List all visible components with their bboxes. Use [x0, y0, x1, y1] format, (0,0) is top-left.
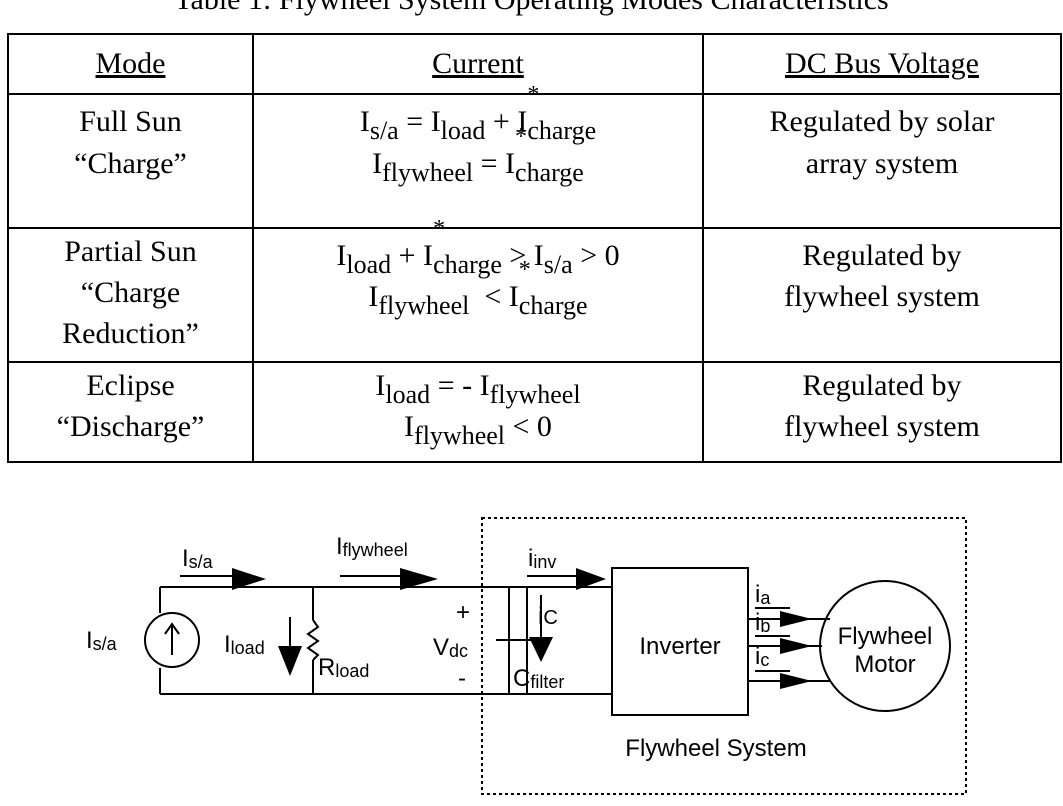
minus-label: - — [458, 665, 466, 692]
header-mode: Mode — [7, 32, 254, 96]
iload-arrow-icon — [278, 646, 302, 676]
current-cell: Iload = - Iflywheel Iflywheel < 0 — [252, 361, 704, 463]
mode-cell: Full Sun “Charge” — [7, 93, 254, 229]
current-equation: Iflywheel < I*charge — [368, 256, 588, 320]
table-row: Full Sun “Charge” Is/a = Iload + I*charg… — [7, 82, 1062, 229]
isa-arrow-icon — [232, 568, 266, 590]
iflywheel-arrow-icon — [400, 568, 438, 590]
ic-label: iC — [538, 603, 558, 630]
rload-label: Rload — [318, 654, 369, 681]
motor-label-line1: Flywheel — [838, 623, 933, 650]
mode-cell: Partial Sun “Charge Reduction” — [7, 226, 254, 364]
inverter-box — [611, 567, 749, 716]
vdc-label: Vdc — [433, 634, 468, 661]
current-equation: Iload + I*charge > Is/a > 0 — [336, 215, 620, 279]
voltage-cell: Regulated by solar array system — [702, 93, 1062, 229]
flywheel-motor-symbol — [819, 580, 951, 712]
plus-label: + — [456, 599, 470, 626]
current-equation: Iflywheel < 0 — [404, 410, 552, 451]
header-dc-bus-voltage: DC Bus Voltage — [702, 32, 1062, 96]
ia-label: ia — [755, 581, 771, 608]
current-equation: Iload = - Iflywheel — [375, 369, 581, 410]
ic-phase-label: ic — [755, 643, 769, 670]
voltage-cell: Regulated by flywheel system — [702, 226, 1062, 364]
current-source-symbol — [144, 612, 200, 668]
table-row: Partial Sun “Charge Reduction” Iload + I… — [7, 215, 1062, 364]
current-equation: Iflywheel = I*charge — [372, 123, 584, 187]
ia-arrow-icon — [780, 611, 812, 627]
current-equation: Is/a = Iload + I*charge — [359, 82, 597, 146]
current-cell: Is/a = Iload + I*charge Iflywheel = I*ch… — [252, 82, 704, 229]
ib-label: ib — [755, 609, 770, 636]
isa-source-label: Is/a — [86, 627, 118, 654]
flywheel-circuit-diagram: Is/a Iflywheel Is/a Iload Rload + Vdc - … — [86, 517, 967, 795]
ic-arrow-icon — [529, 637, 553, 662]
current-cell: Iload + I*charge > Is/a > 0 Iflywheel < … — [252, 215, 704, 364]
cfilter-label: Cfilter — [513, 665, 564, 692]
table-header-row: Mode Current DC Bus Voltage — [7, 32, 1062, 96]
iload-label: Iload — [224, 631, 265, 658]
voltage-cell: Regulated by flywheel system — [702, 361, 1062, 463]
table-caption: Table 1: Flywheel System Operating Modes… — [0, 0, 1063, 17]
iinv-label: iinv — [528, 545, 556, 572]
ic-phase-arrow-icon — [780, 673, 812, 689]
table-row: Eclipse “Discharge” Iload = - Iflywheel … — [7, 361, 1062, 463]
iflywheel-label: Iflywheel — [336, 533, 408, 560]
inverter-label: Inverter — [639, 633, 720, 660]
load-resistor-icon — [306, 619, 320, 661]
motor-label-line2: Motor — [854, 651, 915, 678]
header-current: Current — [252, 32, 704, 96]
flywheel-system-boundary — [481, 517, 967, 795]
ib-arrow-icon — [780, 638, 812, 654]
operating-modes-table: Mode Current DC Bus Voltage Full Sun “Ch… — [7, 32, 1062, 463]
source-arrow-head-icon — [164, 622, 180, 635]
isa-label: Is/a — [182, 545, 214, 572]
mode-cell: Eclipse “Discharge” — [7, 361, 254, 463]
iinv-arrow-icon — [576, 568, 606, 590]
flywheel-system-label: Flywheel System — [625, 735, 806, 762]
